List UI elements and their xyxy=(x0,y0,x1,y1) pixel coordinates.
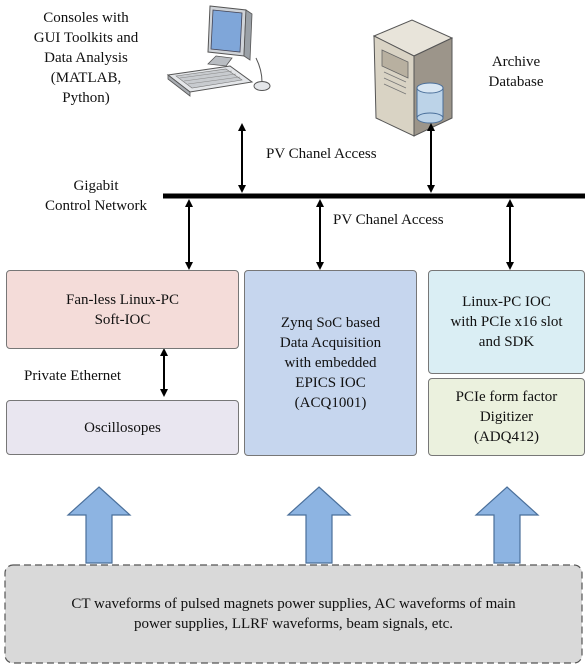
zynq-line: Zynq SoC based xyxy=(280,315,381,331)
consoles-line: (MATLAB, xyxy=(50,70,122,86)
network-line: Gigabit xyxy=(73,178,119,194)
up-arrow-digitizer xyxy=(474,486,540,564)
digitizer-box: PCIe form factor Digitizer (ADQ412) xyxy=(428,378,585,456)
zynq-line: Data Acquisition xyxy=(279,335,382,351)
up-arrow-oscilloscopes xyxy=(66,486,132,564)
pv-access-top-label: PV Chanel Access xyxy=(266,146,377,162)
network-label: Gigabit Control Network xyxy=(40,176,152,216)
server-icon xyxy=(372,19,454,137)
digitizer-line: (ADQ412) xyxy=(473,429,539,445)
private-ethernet-label: Private Ethernet xyxy=(24,368,122,384)
linuxpc-line: with PCIe x16 slot xyxy=(450,314,563,330)
sources-box-outline xyxy=(4,564,583,664)
consoles-line: Consoles with xyxy=(43,10,129,26)
linuxpc-line: and SDK xyxy=(478,334,535,350)
archive-label: Archive Database xyxy=(466,52,566,92)
archive-line: Archive xyxy=(491,54,541,70)
digitizer-line: Digitizer xyxy=(479,409,534,425)
sources-line: power supplies, LLRF waveforms, beam sig… xyxy=(133,616,454,632)
softioc-line: Fan-less Linux-PC xyxy=(66,291,179,308)
pv-access-mid-label: PV Chanel Access xyxy=(333,212,444,228)
consoles-label: Consoles with GUI Toolkits and Data Anal… xyxy=(18,8,154,108)
zynq-line: (ACQ1001) xyxy=(294,395,367,411)
zynq-box: Zynq SoC based Data Acquisition with emb… xyxy=(244,270,417,456)
computer-icon xyxy=(166,5,271,97)
zynq-line: EPICS IOC xyxy=(295,375,366,391)
digitizer-line: PCIe form factor xyxy=(455,389,558,405)
oscilloscopes-line: Oscillosopes xyxy=(84,419,161,436)
consoles-line: Data Analysis xyxy=(44,50,128,66)
softioc-line: Soft-IOC xyxy=(94,311,151,328)
network-line: Control Network xyxy=(44,198,148,214)
sources-line: CT waveforms of pulsed magnets power sup… xyxy=(71,596,516,612)
consoles-line: GUI Toolkits and xyxy=(33,30,139,46)
linuxpc-box: Linux-PC IOC with PCIe x16 slot and SDK xyxy=(428,270,585,374)
softioc-box: Fan-less Linux-PC Soft-IOC xyxy=(6,270,239,349)
up-arrow-zynq xyxy=(286,486,352,564)
oscilloscopes-box: Oscillosopes xyxy=(6,400,239,455)
sources-box: CT waveforms of pulsed magnets power sup… xyxy=(5,565,582,663)
consoles-line: Python) xyxy=(62,90,110,106)
zynq-line: with embedded xyxy=(284,355,377,371)
archive-line: Database xyxy=(488,74,544,90)
linuxpc-line: Linux-PC IOC xyxy=(462,294,551,310)
